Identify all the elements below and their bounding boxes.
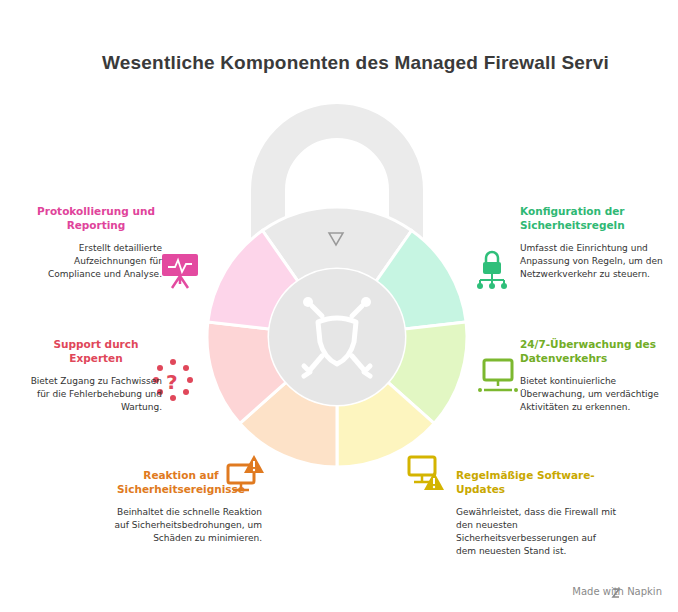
component-heading: Protokollierung und Reporting xyxy=(30,204,162,232)
component-description: Bietet Zugang zu Fachwissen für die Fehl… xyxy=(30,375,162,414)
monitor-icon xyxy=(478,360,518,392)
component-block: Protokollierung und ReportingErstellt de… xyxy=(30,204,162,281)
component-block: Konfiguration der SicherheitsregelnUmfas… xyxy=(520,204,670,281)
report-icon xyxy=(162,254,198,288)
watermark: Made with Napkin xyxy=(572,586,662,597)
diagram-title: Wesentliche Komponenten des Managed Fire… xyxy=(102,52,609,74)
lock-icon xyxy=(477,252,507,289)
component-block: Regelmäßige Software-UpdatesGewährleiste… xyxy=(456,468,616,558)
component-heading: 24/7-Überwachung des Datenverkehrs xyxy=(520,337,670,365)
component-description: Bietet kontinuierliche Überwachung, um v… xyxy=(520,375,670,414)
component-heading: Support durch Experten xyxy=(30,337,162,365)
lock-ring xyxy=(207,207,467,467)
component-description: Umfasst die Einrichtung und Anpassung vo… xyxy=(520,242,670,281)
component-heading: Konfiguration der Sicherheitsregeln xyxy=(520,204,670,232)
lock-center xyxy=(269,269,405,405)
component-heading: Regelmäßige Software-Updates xyxy=(456,468,616,496)
component-description: Beinhaltet die schnelle Reaktion auf Sic… xyxy=(100,506,262,545)
component-block: Support durch ExpertenBietet Zugang zu F… xyxy=(30,337,162,414)
svg-text:?: ? xyxy=(166,370,178,394)
update-monitor-icon xyxy=(409,457,444,490)
component-block: Reaktion auf SicherheitsereignisseBeinha… xyxy=(100,468,262,545)
component-block: 24/7-Überwachung des DatenverkehrsBietet… xyxy=(520,337,670,414)
component-description: Erstellt detaillierte Aufzeichnungen für… xyxy=(30,242,162,281)
down-triangle xyxy=(329,233,343,245)
center-icon xyxy=(303,297,371,376)
component-heading: Reaktion auf Sicherheitsereignisse xyxy=(100,468,262,496)
component-description: Gewährleistet, dass die Firewall mit den… xyxy=(456,506,616,558)
